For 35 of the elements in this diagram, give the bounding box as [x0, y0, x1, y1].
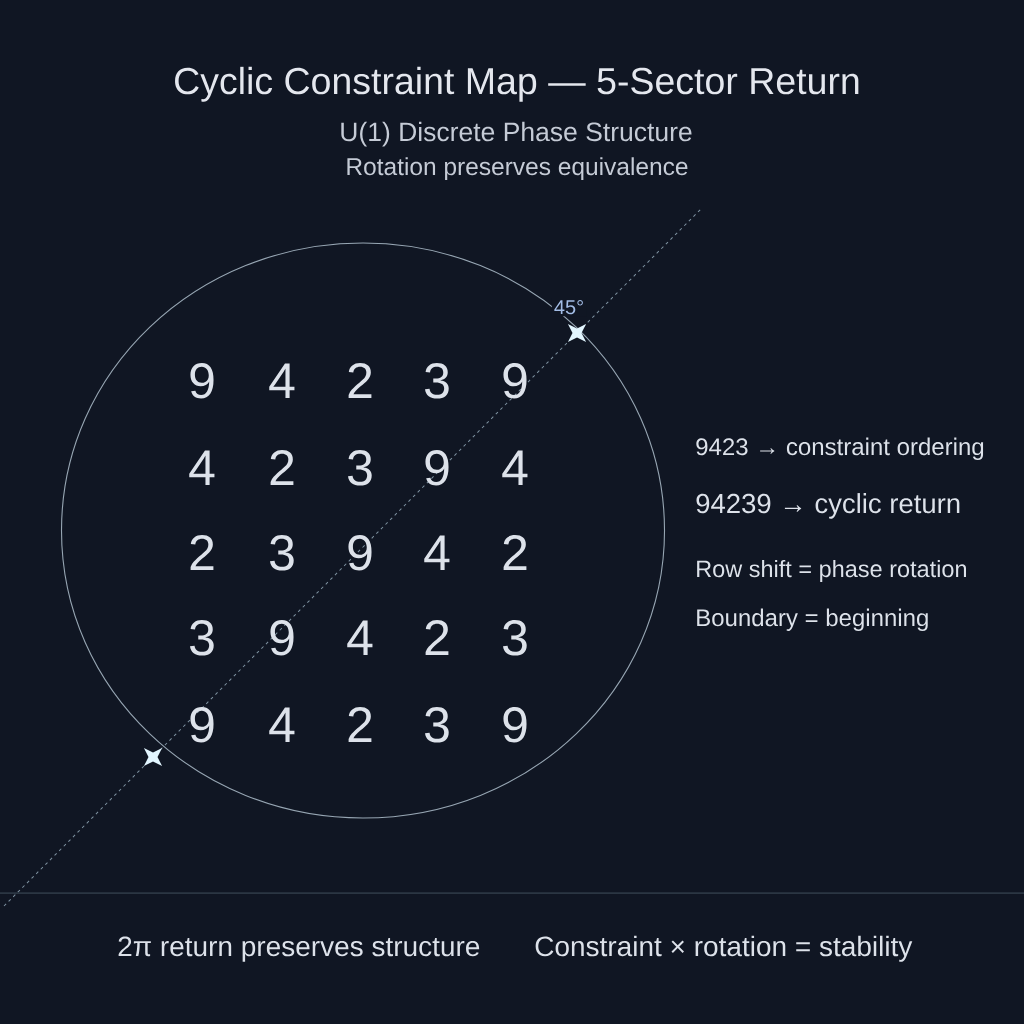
- grid-digit: 2: [270, 450, 294, 485]
- grid-digit: 3: [190, 620, 214, 656]
- annotation-text: Row shift = phase rotation: [697, 560, 966, 582]
- footer-text: Constraint × rotation = stability: [535, 935, 913, 962]
- grid-digit: 9: [190, 363, 214, 399]
- grid-digit: 2: [348, 363, 372, 398]
- grid-digit: 4: [502, 450, 528, 485]
- grid-digit: 4: [189, 450, 215, 485]
- angle-label: 45°: [551, 298, 587, 317]
- grid-digit: 3: [348, 450, 372, 486]
- annotation-text: 9423 → constraint ordering: [696, 437, 984, 460]
- grid-digit: 4: [269, 707, 295, 742]
- grid-digit: 2: [503, 535, 527, 570]
- grid-digit: 3: [425, 707, 449, 743]
- annotation-text: 94239 → cyclic return: [696, 493, 960, 519]
- grid-digit: 9: [190, 707, 214, 743]
- footer-text: 2π return preserves structure: [118, 936, 480, 962]
- grid-digit: 9: [425, 450, 449, 486]
- subtitle: U(1) Discrete Phase Structure: [341, 121, 692, 147]
- grid-digit: 9: [270, 620, 294, 656]
- grid-digit: 2: [425, 620, 449, 655]
- grid-digit: 3: [270, 535, 294, 571]
- annotation-text: Boundary = beginning: [697, 608, 928, 631]
- grid-digit: 2: [190, 535, 214, 570]
- grid-digit: 3: [425, 363, 449, 399]
- title: Cyclic Constraint Map — 5-Sector Return: [175, 66, 859, 102]
- subtitle: Rotation preserves equivalence: [347, 157, 688, 181]
- grid-digit: 9: [503, 363, 527, 399]
- grid-digit: 4: [269, 363, 295, 398]
- grid-digit: 9: [503, 707, 527, 743]
- grid-digit: 3: [503, 620, 527, 656]
- grid-digit: 2: [348, 707, 372, 742]
- grid-digit: 4: [347, 620, 373, 655]
- grid-digit: 4: [424, 535, 450, 570]
- grid-digit: 9: [348, 535, 372, 571]
